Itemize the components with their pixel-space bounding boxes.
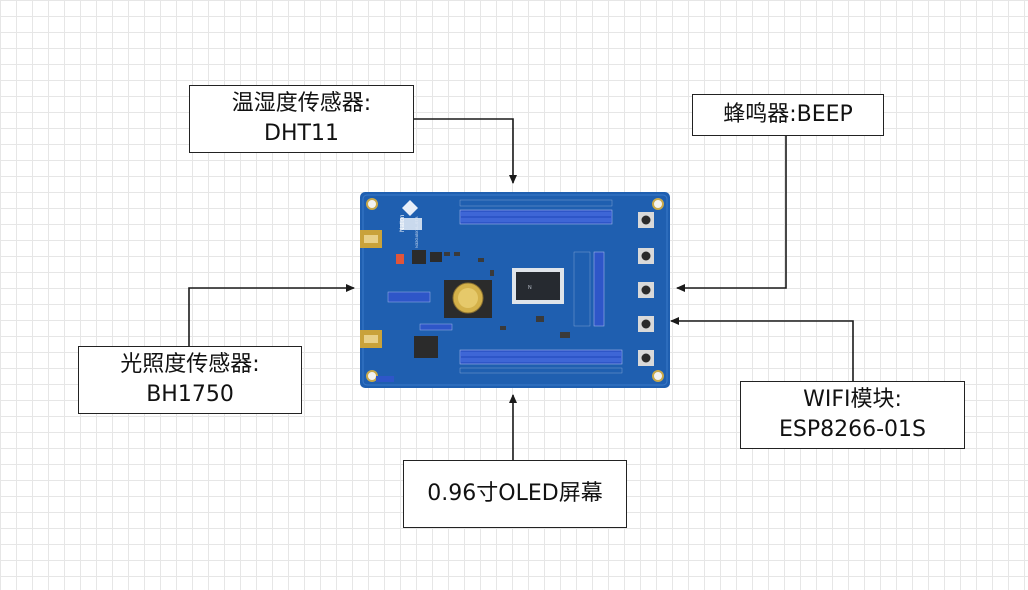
label-wifi-name: WIFI模块: <box>803 387 902 412</box>
lower-ic <box>414 336 438 358</box>
mid-pin-block <box>387 291 431 303</box>
mid-pin-block-2 <box>419 323 453 331</box>
label-beep-name: 蜂鸣器:BEEP <box>723 102 853 127</box>
red-jumper <box>396 254 404 264</box>
label-bh1750: 光照度传感器: BH1750 <box>78 346 302 414</box>
label-dht11-name: 温湿度传感器: <box>231 91 372 116</box>
usb-connectors <box>360 230 382 348</box>
mounting-holes <box>366 198 664 382</box>
arrow-bh <box>188 284 355 346</box>
tactile-buttons <box>638 212 654 366</box>
arrow-wifi <box>670 317 854 381</box>
label-wifi: WIFI模块: ESP8266-01S <box>740 381 965 449</box>
label-wifi-model: ESP8266-01S <box>778 417 927 442</box>
label-dht11: 温湿度传感器: DHT11 <box>189 85 414 153</box>
nation-logo <box>400 200 422 230</box>
black-ic <box>412 250 426 264</box>
mcu-chip: N <box>512 268 564 304</box>
brand-text: Nation <box>400 215 406 232</box>
coin-cell-holder <box>444 280 492 318</box>
top-pin-header <box>459 199 613 225</box>
label-oled: 0.96寸OLED屏幕 <box>403 460 627 528</box>
right-pin-header <box>573 251 605 327</box>
dev-board: Nation N32G45XVL-STB N <box>360 192 670 388</box>
arrow-beep <box>676 134 787 292</box>
label-beep: 蜂鸣器:BEEP <box>692 94 884 136</box>
label-bh1750-name: 光照度传感器: <box>120 352 260 377</box>
model-text: N32G45XVL-STB <box>414 216 419 248</box>
small-ic <box>430 252 442 262</box>
bottom-pin-header <box>459 349 623 374</box>
label-oled-name: 0.96寸OLED屏幕 <box>427 481 603 506</box>
label-bh1750-model: BH1750 <box>146 382 234 407</box>
smd-components <box>376 252 570 382</box>
arrow-dht <box>413 118 517 184</box>
label-dht11-model: DHT11 <box>264 121 339 146</box>
svg-text:N: N <box>528 285 532 291</box>
